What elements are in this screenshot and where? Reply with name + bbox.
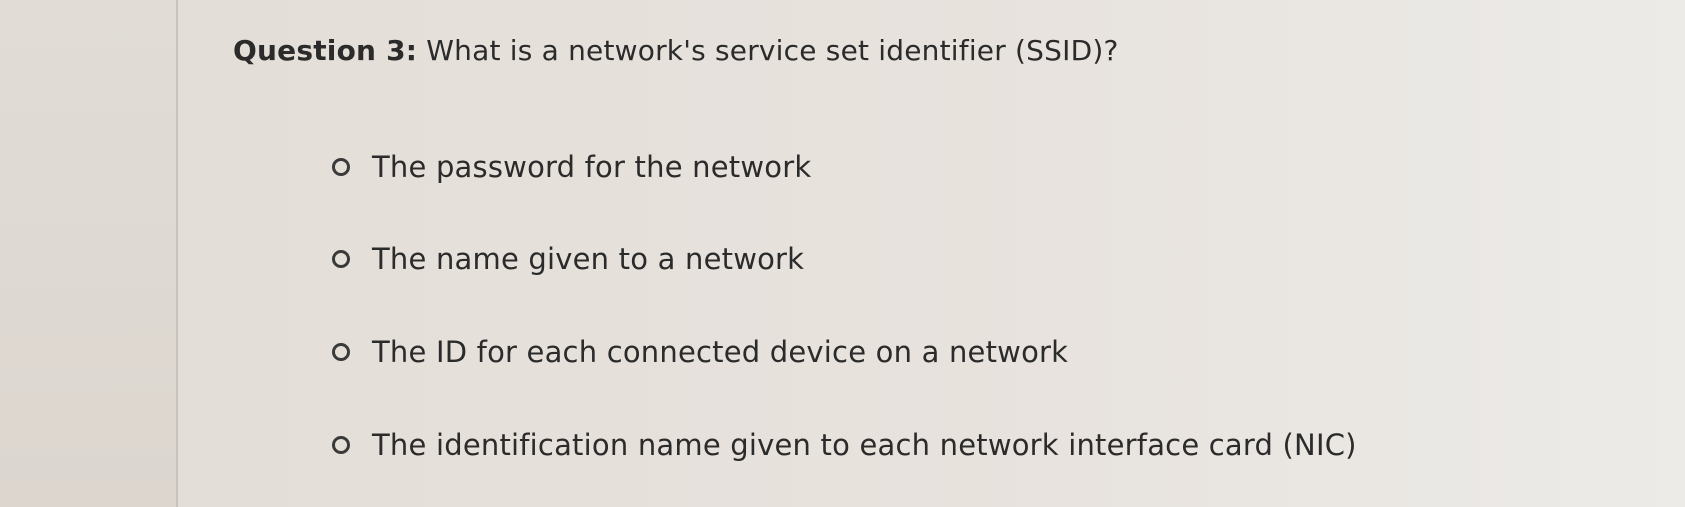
answer-option-1[interactable]: The password for the network (332, 150, 811, 184)
radio-button-icon[interactable] (332, 250, 350, 268)
answer-option-2[interactable]: The name given to a network (332, 242, 804, 276)
radio-button-icon[interactable] (332, 158, 350, 176)
answer-option-3[interactable]: The ID for each connected device on a ne… (332, 335, 1068, 369)
answer-option-4[interactable]: The identification name given to each ne… (332, 428, 1357, 462)
radio-button-icon[interactable] (332, 436, 350, 454)
left-margin-strip (0, 0, 176, 507)
answer-option-label: The name given to a network (372, 242, 805, 276)
question-panel (178, 0, 1685, 507)
answer-option-label: The ID for each connected device on a ne… (372, 335, 1069, 369)
answer-option-label: The password for the network (372, 150, 812, 184)
margin-divider (176, 0, 178, 507)
answer-option-label: The identification name given to each ne… (372, 428, 1357, 462)
question-number: Question 3: (233, 34, 418, 67)
radio-button-icon[interactable] (332, 343, 350, 361)
question-prompt: Question 3: What is a network's service … (233, 34, 1119, 67)
question-text: What is a network's service set identifi… (426, 34, 1119, 67)
